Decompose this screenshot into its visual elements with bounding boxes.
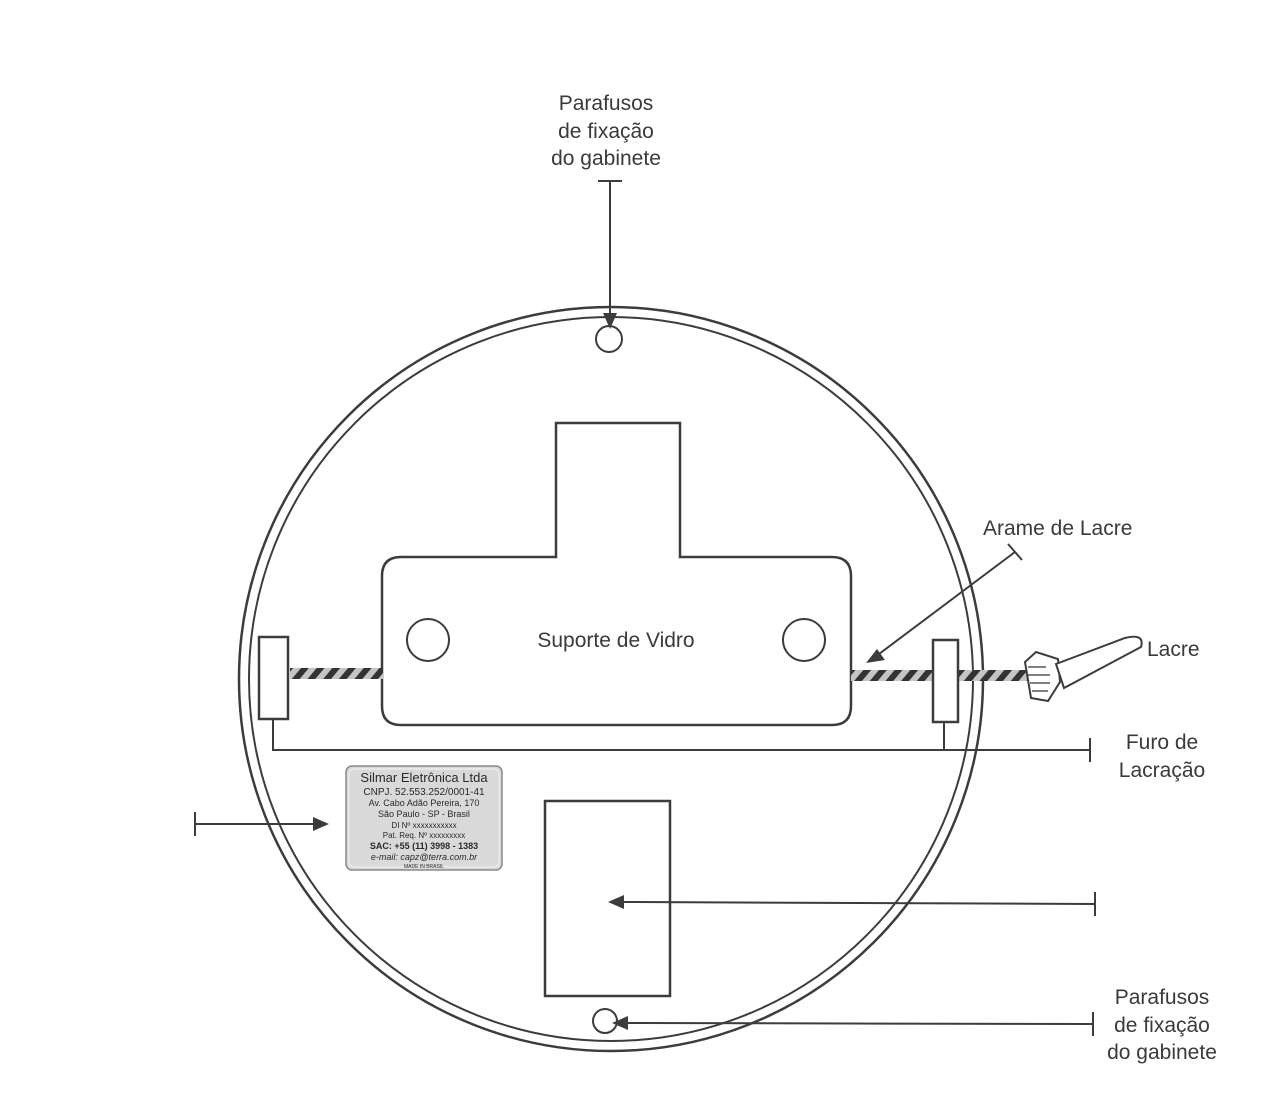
seal-wire-left — [290, 668, 383, 679]
bottom-screws-leader — [625, 1022, 1094, 1025]
nameplate-line: MADE IN BRASIL — [404, 864, 444, 870]
top-screw-hole — [595, 325, 623, 353]
seal-wire-leader-arrowhead — [866, 649, 885, 663]
lower-rectangle-leader-arrowhead — [608, 895, 624, 909]
glass-support-hole-left — [406, 618, 450, 662]
seal-wire-right — [851, 670, 936, 681]
nameplate-line: e-mail: capz@terra.com.br — [371, 852, 478, 862]
lower-rectangle-leader — [621, 901, 1096, 905]
seal-wire-leader — [878, 551, 1016, 655]
nameplate-leader-arrowhead — [313, 817, 329, 831]
seal-label: Lacre — [1147, 638, 1200, 661]
seal-post-left — [257, 635, 290, 721]
seal-post-right — [931, 638, 960, 724]
bottom-screws-label-line: Parafusos — [1115, 986, 1210, 1009]
nameplate: Silmar Eletrônica Ltda CNPJ. 52.553.252/… — [345, 765, 503, 871]
glass-support — [380, 421, 853, 727]
seal-hole-label-line: Furo de — [1126, 731, 1198, 754]
top-screws-label-line: Parafusos — [559, 92, 654, 115]
seal-hole-leader — [272, 719, 1090, 751]
seal-hole-label-line: Lacração — [1119, 759, 1205, 782]
nameplate-line: Silmar Eletrônica Ltda — [360, 770, 488, 785]
nameplate-line: CNPJ. 52.553.252/0001-41 — [363, 787, 485, 798]
nameplate-line: SAC: +55 (11) 3998 - 1383 — [370, 841, 478, 851]
nameplate-line: São Paulo - SP - Brasil — [378, 809, 470, 819]
seal-wire-label: Arame de Lacre — [983, 517, 1132, 540]
bottom-screws-label-line: de fixação — [1114, 1014, 1210, 1037]
lower-rectangle — [543, 799, 672, 998]
nameplate-line: DI Nº xxxxxxxxxxx — [391, 821, 456, 830]
nameplate-line: Pat. Req. Nº xxxxxxxxx — [383, 831, 466, 840]
lead-seal — [1023, 635, 1143, 703]
bottom-screw-hole — [592, 1008, 618, 1034]
top-screws-label-line: de fixação — [558, 120, 654, 143]
bottom-screws-label-line: do gabinete — [1107, 1041, 1217, 1064]
top-screws-leader-arrowhead — [603, 313, 617, 329]
glass-support-label: Suporte de Vidro — [537, 629, 694, 652]
bottom-screws-leader-arrowhead — [612, 1016, 628, 1030]
seal-wire-outer — [958, 670, 1028, 681]
glass-support-hole-right — [782, 618, 826, 662]
nameplate-line: Av. Cabo Adão Pereira, 170 — [369, 798, 480, 808]
top-screws-label-line: do gabinete — [551, 147, 661, 170]
